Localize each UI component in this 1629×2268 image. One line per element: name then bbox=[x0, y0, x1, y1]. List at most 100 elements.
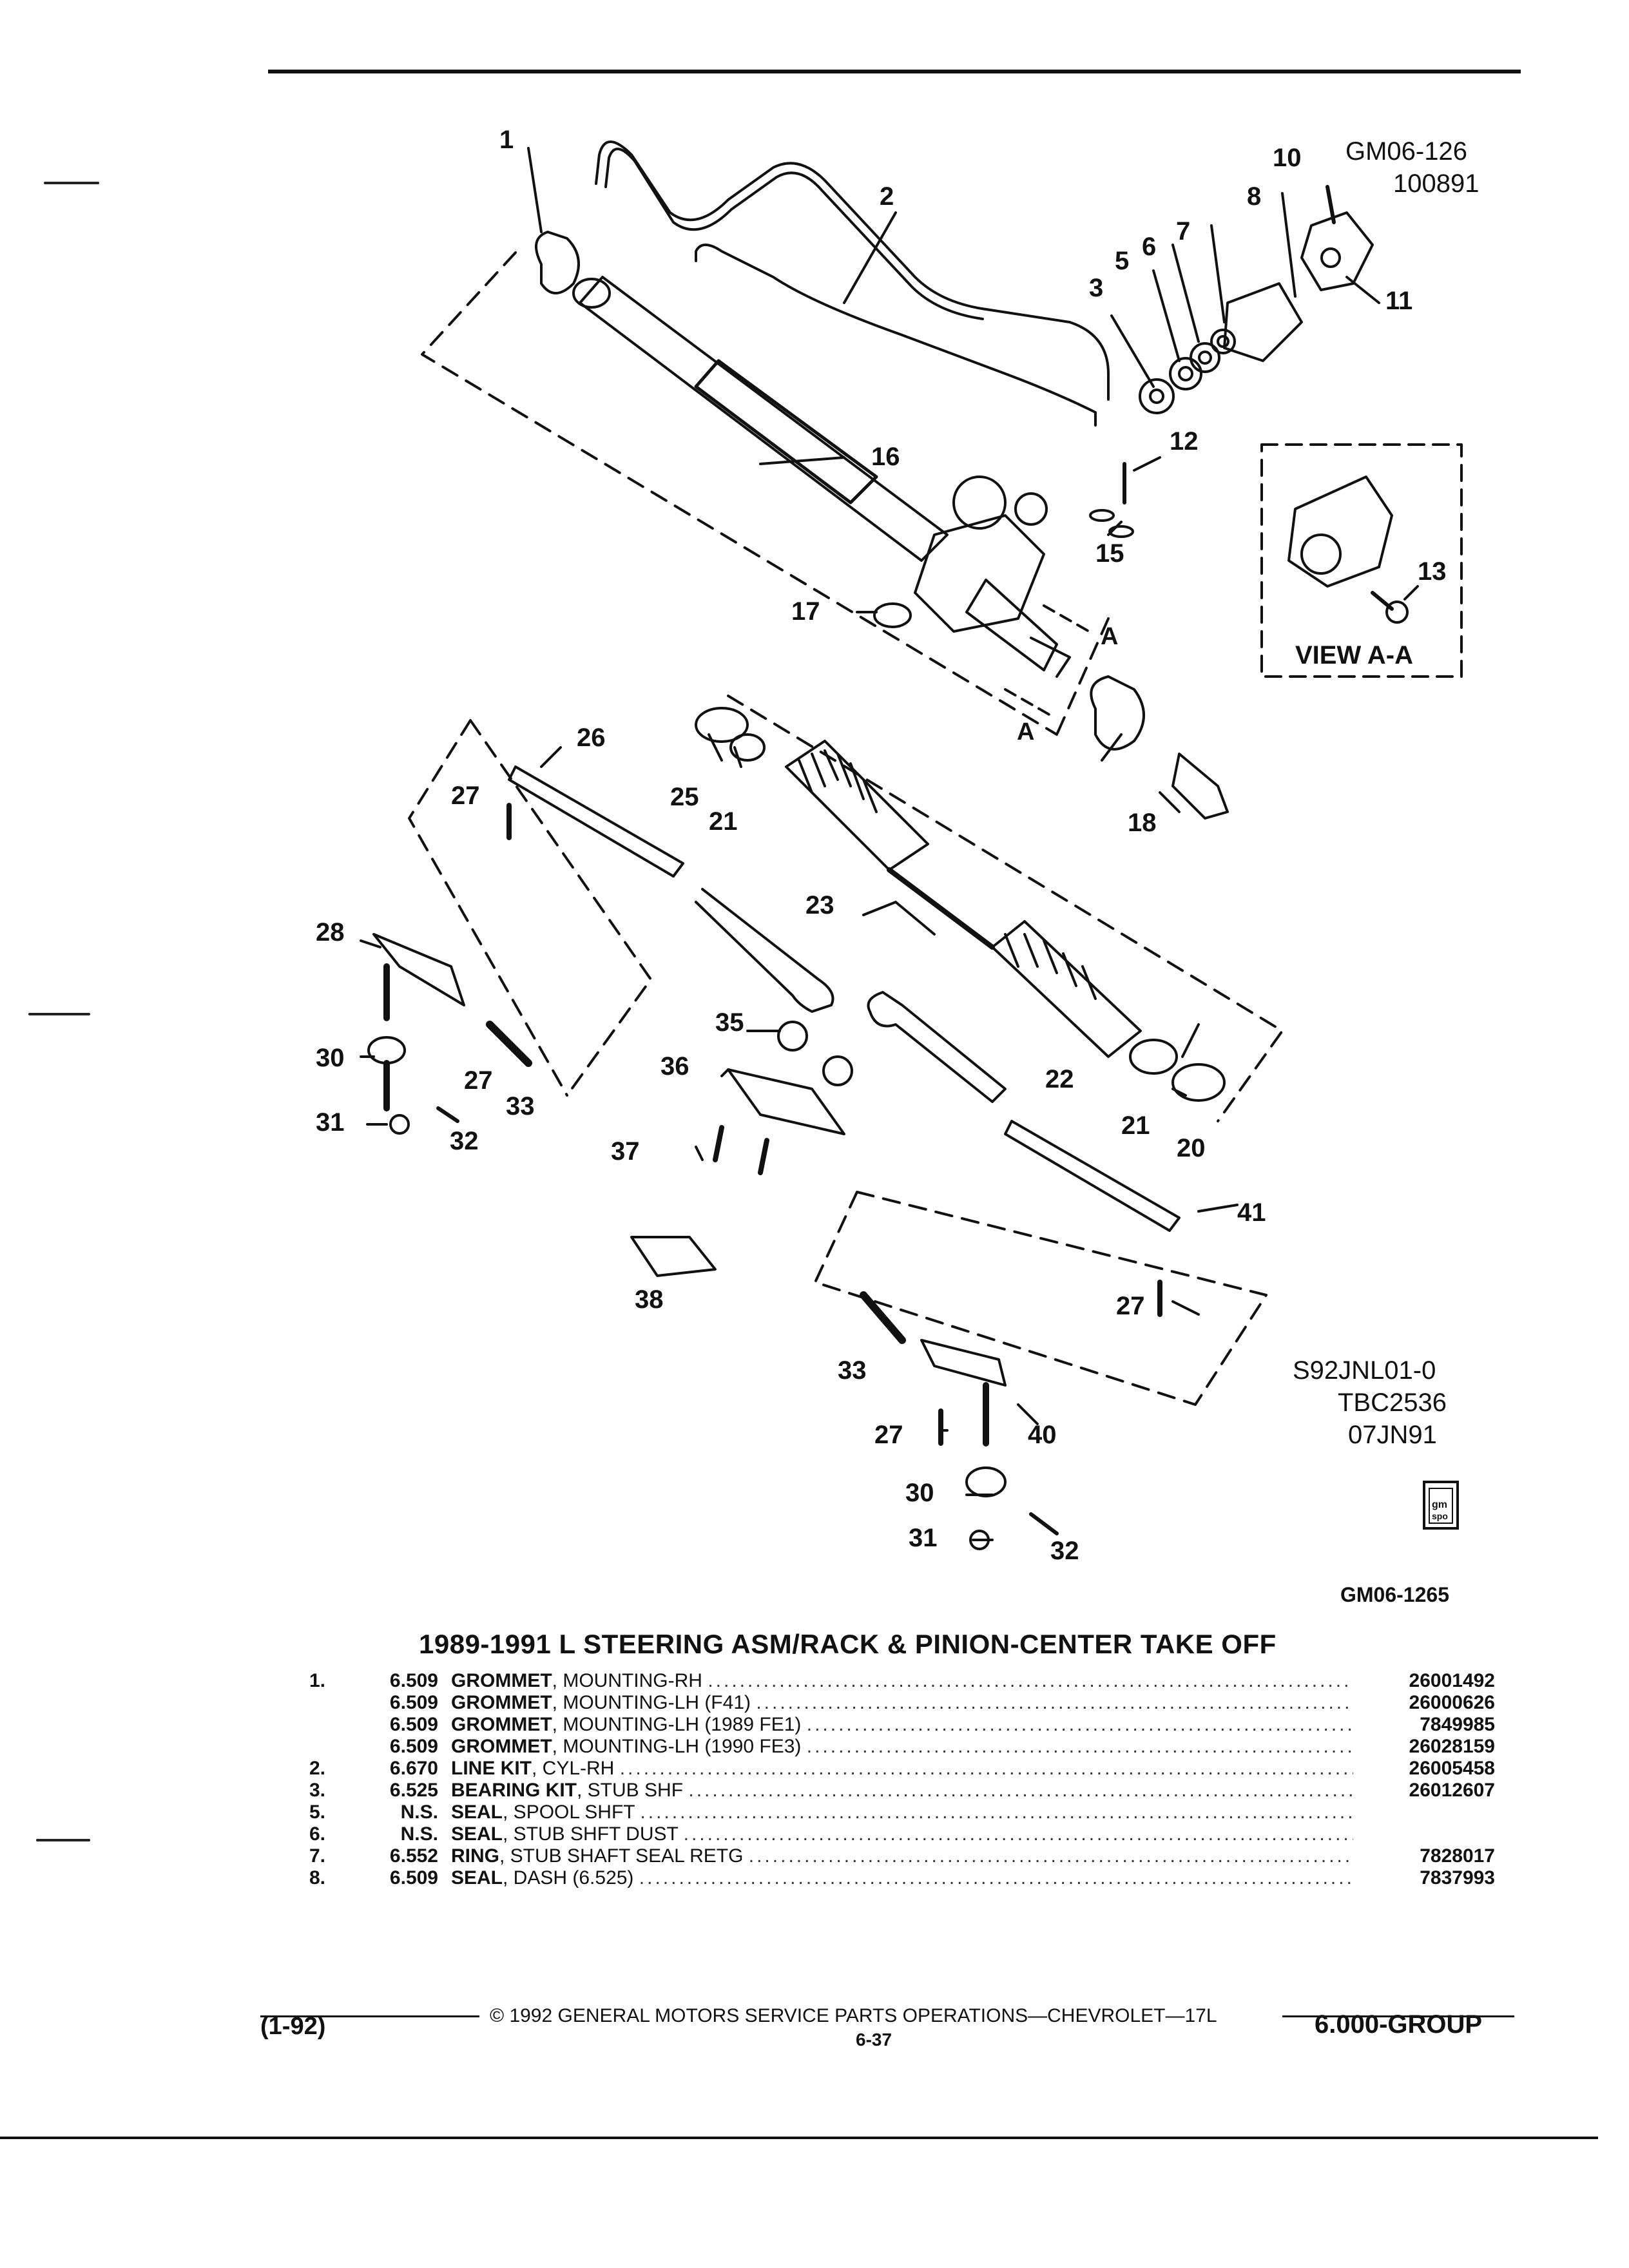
boot-outline bbox=[727, 695, 1284, 1122]
bolt-plate bbox=[630, 1236, 717, 1277]
parts-row: 3. 6.525 BEARING KIT, STUB SHF .........… bbox=[309, 1780, 1495, 1802]
steering-rack-exploded-diagram: GM06-126 100891 VIEW A-A A A 1 2 3 5 6 7… bbox=[316, 126, 1479, 1606]
header-ref-code: GM06-126 bbox=[1345, 137, 1467, 166]
view-a-a-label: VIEW A-A bbox=[1295, 641, 1413, 669]
rack-housing bbox=[579, 276, 949, 562]
callout-18: 18 bbox=[1128, 809, 1157, 837]
parts-row: 6. N.S. SEAL, STUB SHFT DUST ...........… bbox=[309, 1823, 1495, 1845]
tie-rod-outline-left bbox=[408, 719, 652, 1097]
bearing-kit bbox=[1139, 378, 1175, 414]
row-group: 6.509 bbox=[389, 1714, 438, 1735]
row-group: 6.509 bbox=[389, 1867, 438, 1888]
footer-date-code: (1-92) bbox=[260, 2013, 326, 2040]
callout-32: 32 bbox=[450, 1127, 479, 1155]
seal-ring bbox=[1210, 329, 1236, 354]
callout-22: 22 bbox=[1045, 1065, 1074, 1093]
callout-27: 27 bbox=[451, 782, 480, 810]
line-kit bbox=[595, 140, 1110, 401]
callout-17: 17 bbox=[791, 597, 820, 626]
footer-copyright: © 1992 GENERAL MOTORS SERVICE PARTS OPER… bbox=[490, 2005, 1217, 2026]
callout-31: 31 bbox=[316, 1108, 345, 1137]
row-index: 6. bbox=[309, 1823, 326, 1845]
callout-2: 2 bbox=[880, 182, 894, 211]
illustration-code: S92JNL01-0 bbox=[1293, 1356, 1436, 1385]
row-index: 1. bbox=[309, 1670, 326, 1691]
assembly-outline bbox=[421, 251, 1110, 736]
mounting-plate bbox=[727, 1068, 845, 1135]
svg-text:gm: gm bbox=[1432, 1499, 1447, 1510]
margin-mark bbox=[36, 1839, 90, 1841]
footer-group: 6.000-GROUP bbox=[1315, 2010, 1483, 2039]
row-part-number: 26012607 bbox=[1409, 1780, 1495, 1801]
row-group: 6.525 bbox=[389, 1780, 438, 1801]
dust-seal bbox=[1190, 342, 1220, 373]
parts-row: 6.509 GROMMET, MOUNTING-LH (F41) .......… bbox=[309, 1692, 1495, 1714]
row-description: SEAL, STUB SHFT DUST ...................… bbox=[451, 1823, 1353, 1845]
callout-35: 35 bbox=[715, 1008, 744, 1037]
view-a-a-frame bbox=[1260, 443, 1463, 678]
footer-rule-right bbox=[1282, 2015, 1514, 2017]
callout-32: 32 bbox=[1050, 1537, 1079, 1565]
inner-tie-rod bbox=[695, 888, 834, 1013]
callout-6: 6 bbox=[1142, 233, 1156, 261]
row-group: N.S. bbox=[400, 1823, 438, 1845]
grommet-rh bbox=[535, 231, 580, 294]
callout-27: 27 bbox=[874, 1421, 903, 1449]
outer-tie-rod-right bbox=[1004, 1120, 1181, 1232]
header-ref-date: 100891 bbox=[1393, 169, 1479, 198]
section-mark: A bbox=[1101, 623, 1118, 650]
footer-rule-left bbox=[260, 2015, 479, 2017]
callout-33: 33 bbox=[506, 1092, 535, 1120]
parts-row: 1. 6.509 GROMMET, MOUNTING-RH ..........… bbox=[309, 1670, 1495, 1692]
rack-center bbox=[887, 867, 995, 950]
margin-mark bbox=[28, 1013, 90, 1015]
boot-seal-18 bbox=[1171, 753, 1229, 820]
row-description: RING, STUB SHAFT SEAL RETG .............… bbox=[451, 1845, 1353, 1867]
callout-12: 12 bbox=[1170, 427, 1199, 456]
callout-10: 10 bbox=[1273, 144, 1302, 172]
callout-20: 20 bbox=[1177, 1134, 1206, 1162]
dash-seal bbox=[1223, 282, 1303, 362]
callout-13: 13 bbox=[1418, 557, 1447, 586]
callout-21: 21 bbox=[1121, 1111, 1150, 1140]
boot-right bbox=[991, 920, 1142, 1058]
figure-ref: GM06-1265 bbox=[1340, 1583, 1449, 1606]
callout-38: 38 bbox=[635, 1285, 664, 1314]
parts-row: 8. 6.509 SEAL, DASH (6.525) ............… bbox=[309, 1867, 1495, 1889]
parts-row: 5. N.S. SEAL, SPOOL SHFT ...............… bbox=[309, 1802, 1495, 1823]
bottom-rule bbox=[0, 2137, 1598, 2139]
illustration-date: 07JN91 bbox=[1348, 1421, 1437, 1449]
callout-27: 27 bbox=[1116, 1292, 1145, 1320]
row-part-number: 26001492 bbox=[1409, 1670, 1495, 1691]
callout-26: 26 bbox=[577, 724, 606, 752]
row-index: 8. bbox=[309, 1867, 326, 1888]
row-index: 3. bbox=[309, 1780, 326, 1801]
callout-33: 33 bbox=[838, 1356, 867, 1385]
row-description: GROMMET, MOUNTING-RH ...................… bbox=[451, 1670, 1353, 1691]
row-part-number: 7828017 bbox=[1420, 1845, 1495, 1867]
top-rule bbox=[268, 70, 1521, 73]
boot bbox=[785, 740, 929, 871]
callout-27: 27 bbox=[464, 1066, 493, 1095]
row-group: 6.552 bbox=[389, 1845, 438, 1867]
callout-7: 7 bbox=[1176, 217, 1190, 245]
svg-text:spo: spo bbox=[1432, 1511, 1448, 1521]
callout-21: 21 bbox=[709, 807, 738, 836]
row-index: 7. bbox=[309, 1845, 326, 1867]
tie-rod-end-left bbox=[372, 933, 465, 1006]
callout-1: 1 bbox=[499, 126, 514, 154]
callout-15: 15 bbox=[1095, 539, 1124, 568]
line-kit-2 bbox=[695, 244, 1097, 427]
spool-seal bbox=[1169, 357, 1202, 390]
outer-tie-rod-left bbox=[508, 765, 684, 878]
row-index: 5. bbox=[309, 1802, 326, 1823]
callout-30: 30 bbox=[905, 1479, 934, 1507]
row-part-number: 26005458 bbox=[1409, 1758, 1495, 1779]
callout-30: 30 bbox=[316, 1044, 345, 1072]
row-group: 6.509 bbox=[389, 1736, 438, 1757]
row-description: GROMMET, MOUNTING-LH (1989 FE1) ........… bbox=[451, 1714, 1353, 1735]
callout-23: 23 bbox=[805, 891, 834, 919]
row-part-number: 7837993 bbox=[1420, 1867, 1495, 1888]
row-group: 6.509 bbox=[389, 1670, 438, 1691]
illustration-tbc: TBC2536 bbox=[1338, 1389, 1447, 1417]
